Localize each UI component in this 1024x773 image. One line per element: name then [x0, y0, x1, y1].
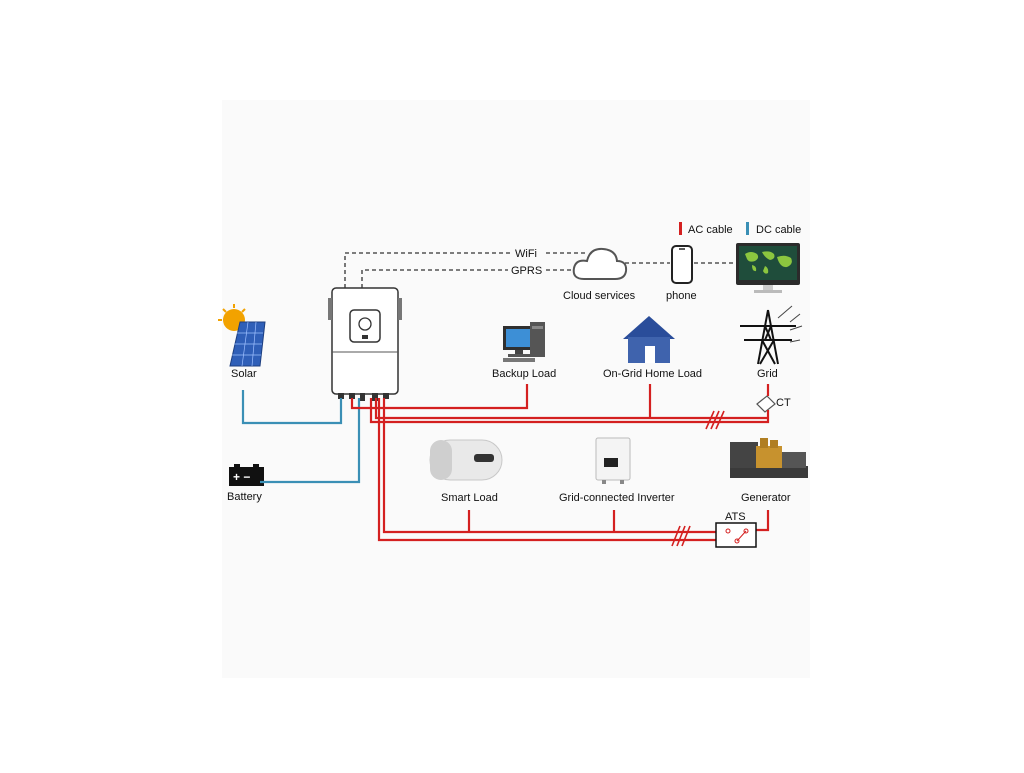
ct-label: CT [776, 397, 791, 409]
gen-bus-cable-b [382, 398, 716, 534]
grid-label: Grid [757, 368, 778, 380]
battery-icon [229, 464, 264, 486]
battery-dc-cable [260, 398, 361, 484]
ac-cables [350, 384, 770, 542]
cloud-icon [572, 247, 628, 280]
computer-icon [503, 322, 545, 362]
wifi-line [344, 252, 512, 288]
gprs-line [361, 269, 508, 288]
water-heater-icon [429, 439, 503, 481]
grid-inverter-label: Grid-connected Inverter [559, 492, 675, 504]
dc-cable-swatch [746, 222, 749, 235]
generator-icon [730, 438, 808, 478]
solar-panel-icon [218, 304, 266, 367]
grid-bus-cable-a [369, 398, 770, 424]
ats-label: ATS [725, 511, 746, 523]
legend: AC cable DC cable [679, 222, 801, 236]
house-icon [623, 316, 675, 363]
monitor-icon [736, 243, 800, 293]
home-load-label: On-Grid Home Load [603, 368, 702, 380]
ct-clamp-icon [756, 395, 776, 413]
phone-label: phone [666, 290, 697, 302]
wifi-label: WiFi [515, 248, 537, 260]
ac-cable-swatch [679, 222, 682, 235]
generator-cable [756, 510, 770, 532]
battery-terminals: + − [233, 470, 250, 484]
battery-label: Battery [227, 491, 262, 503]
smart-load-label: Smart Load [441, 492, 498, 504]
solar-dc-cable [241, 390, 343, 425]
string-inverter-icon [595, 437, 631, 484]
backup-load-label: Backup Load [492, 368, 556, 380]
grid-pylon-icon [740, 309, 796, 365]
dc-cable-label: DC cable [756, 224, 801, 236]
solar-label: Solar [231, 368, 257, 380]
phone-icon [671, 245, 693, 284]
ats-switch-icon [715, 522, 757, 548]
ac-cable-label: AC cable [688, 224, 733, 236]
background-panel [222, 100, 810, 678]
cloud-services-label: Cloud services [563, 290, 636, 302]
gprs-label: GPRS [511, 265, 542, 277]
backup-load-cable [350, 384, 529, 410]
generator-label: Generator [741, 492, 791, 504]
comm-lines [344, 252, 736, 288]
gen-bus-cable-a [377, 398, 716, 542]
hybrid-inverter-icon [328, 287, 402, 401]
grid-wires [777, 305, 803, 343]
grid-bus-cable-b [374, 398, 768, 420]
cable-break-marks [671, 410, 725, 547]
dc-cables [241, 390, 361, 484]
